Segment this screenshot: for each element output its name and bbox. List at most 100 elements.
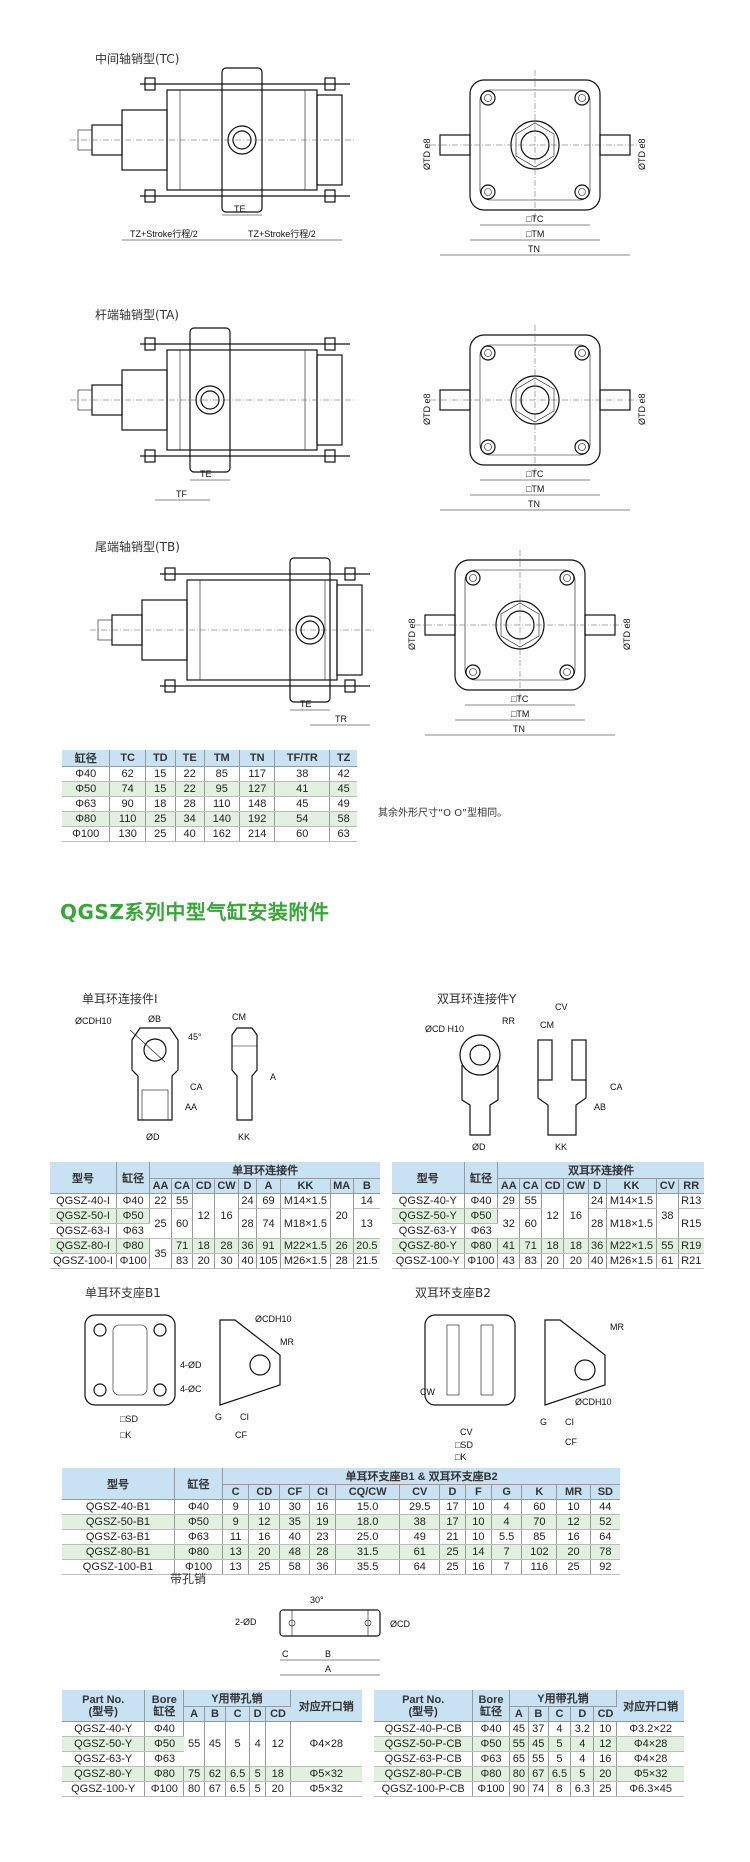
table-cell: 5.5 — [491, 1529, 523, 1545]
column-header: Bore 缸径 — [472, 1690, 510, 1722]
table-cell: 9 — [222, 1499, 250, 1515]
column-header: 缸径 — [174, 1468, 224, 1500]
table-cell: 58 — [279, 1559, 311, 1575]
column-header: 型号 — [392, 1162, 465, 1194]
table-cell: Φ100 — [464, 1253, 499, 1269]
column-header: CV — [399, 1484, 441, 1500]
table-cell: 74 — [109, 781, 146, 797]
table-cell: 16 — [465, 1559, 492, 1575]
table-cell: 25 — [593, 1781, 618, 1797]
single-bracket-title: 单耳环支座B1 — [85, 1286, 161, 1300]
table-cell: 12 — [192, 1193, 215, 1239]
column-header: CW — [563, 1178, 589, 1194]
table-cell: 80 — [183, 1781, 206, 1797]
table-cell: 8 — [548, 1781, 572, 1797]
svg-text:□SD: □SD — [455, 1440, 473, 1450]
svg-text:CF: CF — [565, 1437, 577, 1447]
table-cell: 10 — [465, 1529, 492, 1545]
tb-front-drawing: ØTD e8 ØTD e8 □TC □TM TN — [407, 549, 632, 736]
table-cell: 29 — [497, 1193, 521, 1209]
table-cell: M18×1.5 — [606, 1208, 658, 1239]
column-header: CW — [214, 1178, 240, 1194]
table-cell: Φ40 — [62, 766, 111, 782]
table-cell: QGSZ-100-Y — [62, 1781, 146, 1797]
table-cell: 67 — [528, 1766, 549, 1782]
table-cell: 116 — [521, 1559, 558, 1575]
table-cell: 28 — [330, 1253, 354, 1269]
svg-text:CV: CV — [460, 1427, 473, 1437]
table-cell: Φ50 — [472, 1736, 510, 1752]
table-cell: 74 — [528, 1781, 549, 1797]
dim-half2: TZ+Stroke行程/2 — [248, 228, 316, 239]
table-cell: 4 — [491, 1514, 523, 1530]
table-cell: 25 — [145, 811, 176, 827]
svg-text:4-ØD: 4-ØD — [180, 1360, 202, 1370]
table-cell: 54 — [274, 811, 331, 827]
table-cell: 192 — [239, 811, 276, 827]
table-cell: 74 — [256, 1208, 282, 1239]
column-header: Bore 缸径 — [144, 1690, 185, 1722]
table-cell: 60 — [171, 1208, 194, 1239]
table-cell: Φ3.2×22 — [616, 1721, 684, 1737]
table-cell: 83 — [171, 1253, 194, 1269]
table-cell: 22 — [175, 766, 205, 782]
svg-text:□SD: □SD — [120, 1414, 138, 1424]
column-header: CQ/CW — [335, 1484, 401, 1500]
column-header: KK — [606, 1178, 658, 1194]
table-cell: M26×1.5 — [280, 1253, 331, 1269]
table-cell: 20 — [593, 1766, 618, 1782]
dim-te: TE — [300, 699, 312, 709]
table-cell: 130 — [109, 826, 146, 842]
table-cell: 49 — [329, 796, 357, 812]
table-cell: 55 — [171, 1193, 194, 1209]
column-header: D — [588, 1178, 607, 1194]
table-cell: QGSZ-100-Y — [392, 1253, 465, 1269]
table-cell: 6.5 — [548, 1766, 572, 1782]
dim-tm: □TM — [511, 709, 529, 719]
table-cell: 25.0 — [335, 1529, 401, 1545]
table-cell: QGSZ-63-Y — [392, 1223, 465, 1239]
table-cell: 3.2 — [570, 1721, 595, 1737]
table-cell: 45 — [204, 1721, 226, 1767]
table-cell: 12 — [541, 1193, 565, 1239]
table-cell: 25 — [439, 1544, 466, 1560]
table-cell: 42 — [329, 766, 357, 782]
table-cell: 28 — [214, 1238, 240, 1254]
table-cell: Φ40 — [174, 1499, 224, 1515]
table-cell: 91 — [256, 1238, 282, 1254]
table-cell: 90 — [109, 796, 146, 812]
table-cell: Φ80 — [472, 1766, 510, 1782]
table-cell: 28 — [175, 796, 205, 812]
table-cell: M14×1.5 — [280, 1193, 331, 1209]
column-header: C — [225, 1706, 251, 1722]
table-cell: 5 — [225, 1721, 251, 1767]
table-cell: 18 — [563, 1238, 589, 1254]
table-cell: 4 — [570, 1736, 595, 1752]
svg-text:B: B — [325, 1649, 331, 1659]
table-cell: 38 — [399, 1514, 441, 1530]
table-cell: Φ50 — [464, 1208, 499, 1224]
table-cell: QGSZ-63-P-CB — [374, 1751, 474, 1767]
table-cell: QGSZ-50-I — [50, 1208, 118, 1224]
column-header: B — [528, 1706, 549, 1722]
dim-tm: □TM — [526, 229, 544, 239]
column-header: CD — [265, 1706, 291, 1722]
table-cell: 38 — [274, 766, 331, 782]
table-cell: 62 — [204, 1766, 226, 1782]
table-cell: Φ80 — [464, 1238, 499, 1254]
table-cell: 10 — [248, 1499, 281, 1515]
ta-front-drawing: ØTD e8 ØTD e8 □TC □TM TN — [422, 324, 647, 511]
tc-type-title: 中间轴销型(TC) — [95, 52, 180, 66]
double-clevis-title: 双耳环连接件Y — [437, 992, 517, 1006]
svg-text:CI: CI — [240, 1412, 249, 1422]
